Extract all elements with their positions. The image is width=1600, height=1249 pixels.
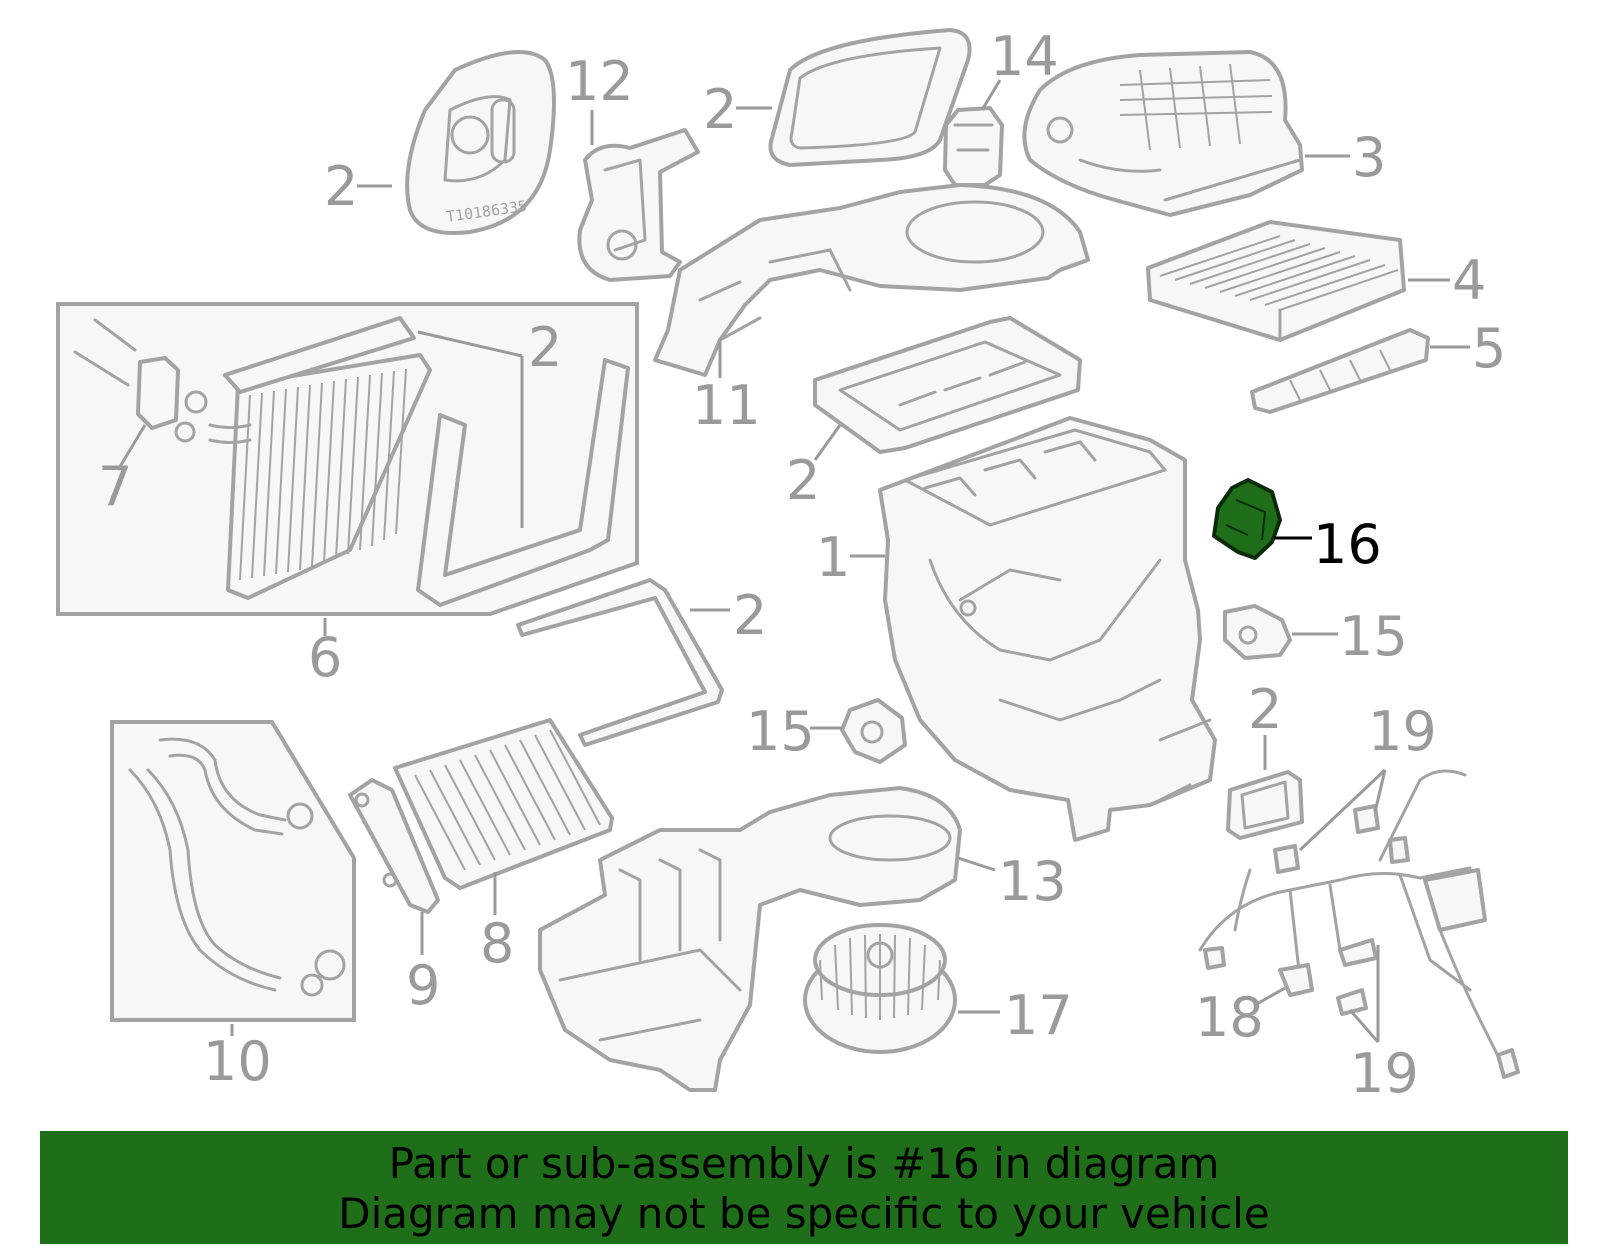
callout-3: 3 <box>1352 126 1386 189</box>
callout-2-top: 2 <box>703 78 737 141</box>
leader-19-top <box>1298 768 1387 852</box>
pipe-block-part-9 <box>348 778 440 914</box>
info-banner: Part or sub-assembly is #16 in diagram D… <box>40 1131 1568 1244</box>
sub-assembly-box-10 <box>110 720 356 1022</box>
callout-13: 13 <box>998 850 1067 913</box>
callout-10: 10 <box>203 1030 272 1093</box>
leader-2-box6 <box>417 330 524 528</box>
leader-14 <box>980 79 1002 111</box>
callout-4: 4 <box>1452 249 1486 312</box>
actuator-part-15-left <box>840 698 907 764</box>
callout-6: 6 <box>308 626 342 689</box>
callout-labels: 2 12 2 14 3 4 5 2 7 11 2 1 16 15 6 2 15 … <box>98 25 1506 1105</box>
actuator-part-14 <box>943 106 1004 187</box>
leader-19-bottom <box>1348 945 1380 1043</box>
callout-17: 17 <box>1004 984 1073 1047</box>
callout-9: 9 <box>406 954 440 1017</box>
banner-line-2: Diagram may not be specific to your vehi… <box>338 1189 1270 1238</box>
callout-5: 5 <box>1472 317 1506 380</box>
duct-part-12 <box>577 128 700 282</box>
actuator-part-16-highlighted <box>1212 478 1282 560</box>
callout-14: 14 <box>990 25 1059 88</box>
callout-15-left: 15 <box>746 700 815 763</box>
callout-19-bottom: 19 <box>1350 1042 1419 1105</box>
callout-2-left: 2 <box>324 155 358 218</box>
grille-part-5 <box>1250 328 1430 414</box>
banner-line-1: Part or sub-assembly is #16 in diagram <box>388 1139 1220 1188</box>
callout-2-small: 2 <box>1248 678 1282 741</box>
filter-part-4 <box>1146 220 1406 342</box>
seal-part-2-loop <box>516 578 724 747</box>
housing-part-3 <box>1022 50 1304 217</box>
hvac-exploded-diagram: T10186335 <box>56 25 1520 1105</box>
heater-core-part-8 <box>393 718 614 890</box>
seal-part-2-left: T10186335 <box>405 50 556 235</box>
lower-housing-part-13 <box>538 786 962 1092</box>
leader-2-mid <box>813 424 842 461</box>
callout-11: 11 <box>692 374 761 437</box>
seal-part-2-upper <box>768 28 972 167</box>
leader-13 <box>957 856 996 872</box>
callout-2-loop: 2 <box>733 584 767 647</box>
wiring-harness-part-18 <box>1198 769 1520 1079</box>
callout-2-box6: 2 <box>528 316 562 379</box>
seal-part-2-top-frame <box>813 316 1082 454</box>
blower-motor-part-17 <box>803 923 957 1054</box>
actuator-part-15-right <box>1223 604 1292 660</box>
lid-part-11 <box>653 183 1090 377</box>
callout-18: 18 <box>1195 986 1264 1049</box>
callout-1: 1 <box>816 526 850 589</box>
callout-16: 16 <box>1313 513 1382 576</box>
seal-part-2-small <box>1226 770 1304 840</box>
leader-lines <box>116 79 1470 1043</box>
callout-8: 8 <box>480 912 514 975</box>
sub-assembly-box-6 <box>56 302 639 616</box>
callout-19-top: 19 <box>1368 700 1437 763</box>
callout-7: 7 <box>98 455 132 518</box>
leader-18 <box>1254 986 1286 1007</box>
leader-7 <box>116 424 147 471</box>
main-housing-part-1 <box>878 416 1217 842</box>
callout-15-right: 15 <box>1339 605 1408 668</box>
callout-12: 12 <box>565 50 634 113</box>
callout-2-mid: 2 <box>786 449 820 512</box>
